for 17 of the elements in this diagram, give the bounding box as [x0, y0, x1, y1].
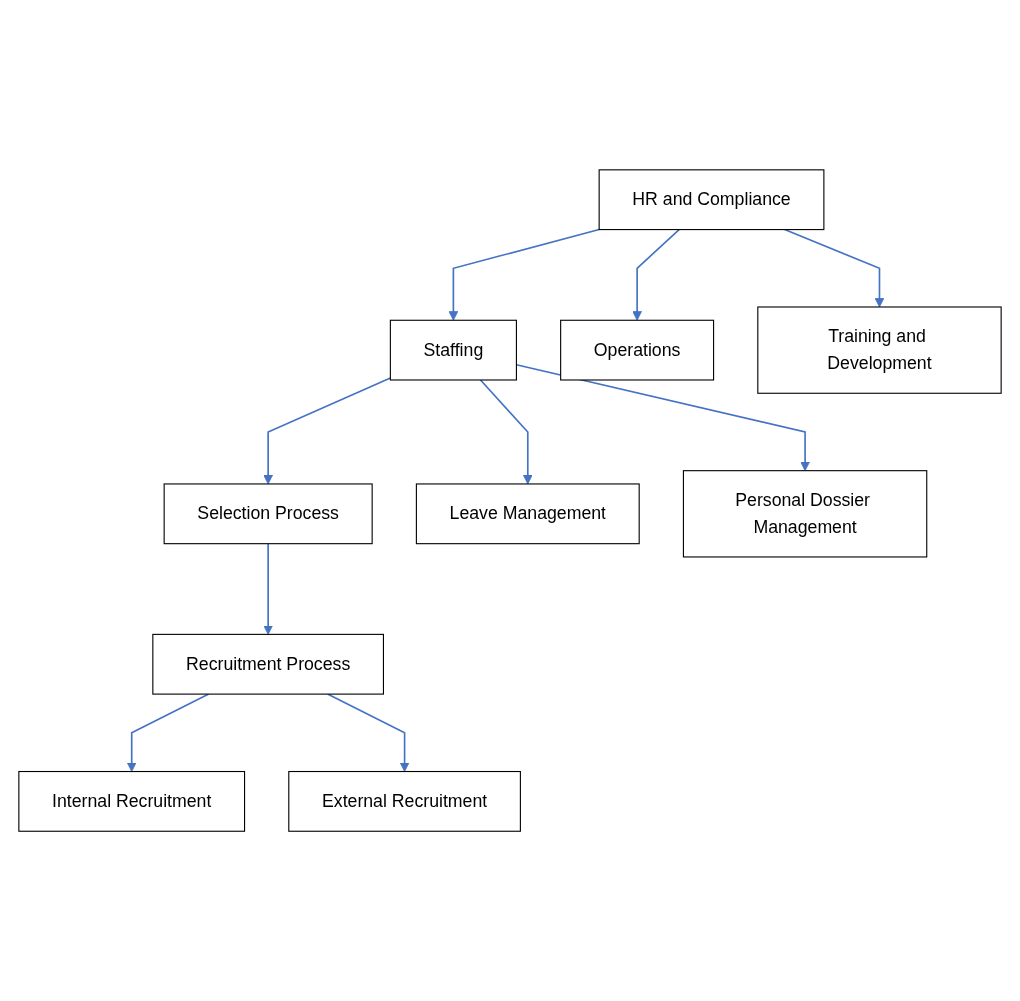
arrow: [448, 228, 600, 321]
node-box: External Recruitment: [288, 770, 521, 832]
node-box: Training and Development: [757, 306, 1002, 394]
node-box: Internal Recruitment: [18, 770, 246, 832]
node-box: Selection Process: [163, 483, 373, 545]
arrow: [263, 377, 392, 485]
arrow: [783, 228, 885, 308]
arrow: [632, 228, 680, 321]
arrow: [126, 693, 210, 772]
arrow: [479, 379, 533, 485]
node-box: Recruitment Process: [152, 633, 384, 695]
node-box: HR and Compliance: [598, 169, 825, 231]
node-box: Personal Dossier Management: [682, 470, 928, 558]
node-box: Staffing: [389, 319, 517, 381]
node-box: Operations: [560, 319, 715, 381]
arrow: [263, 542, 273, 635]
node-box: Leave Management: [415, 483, 640, 545]
